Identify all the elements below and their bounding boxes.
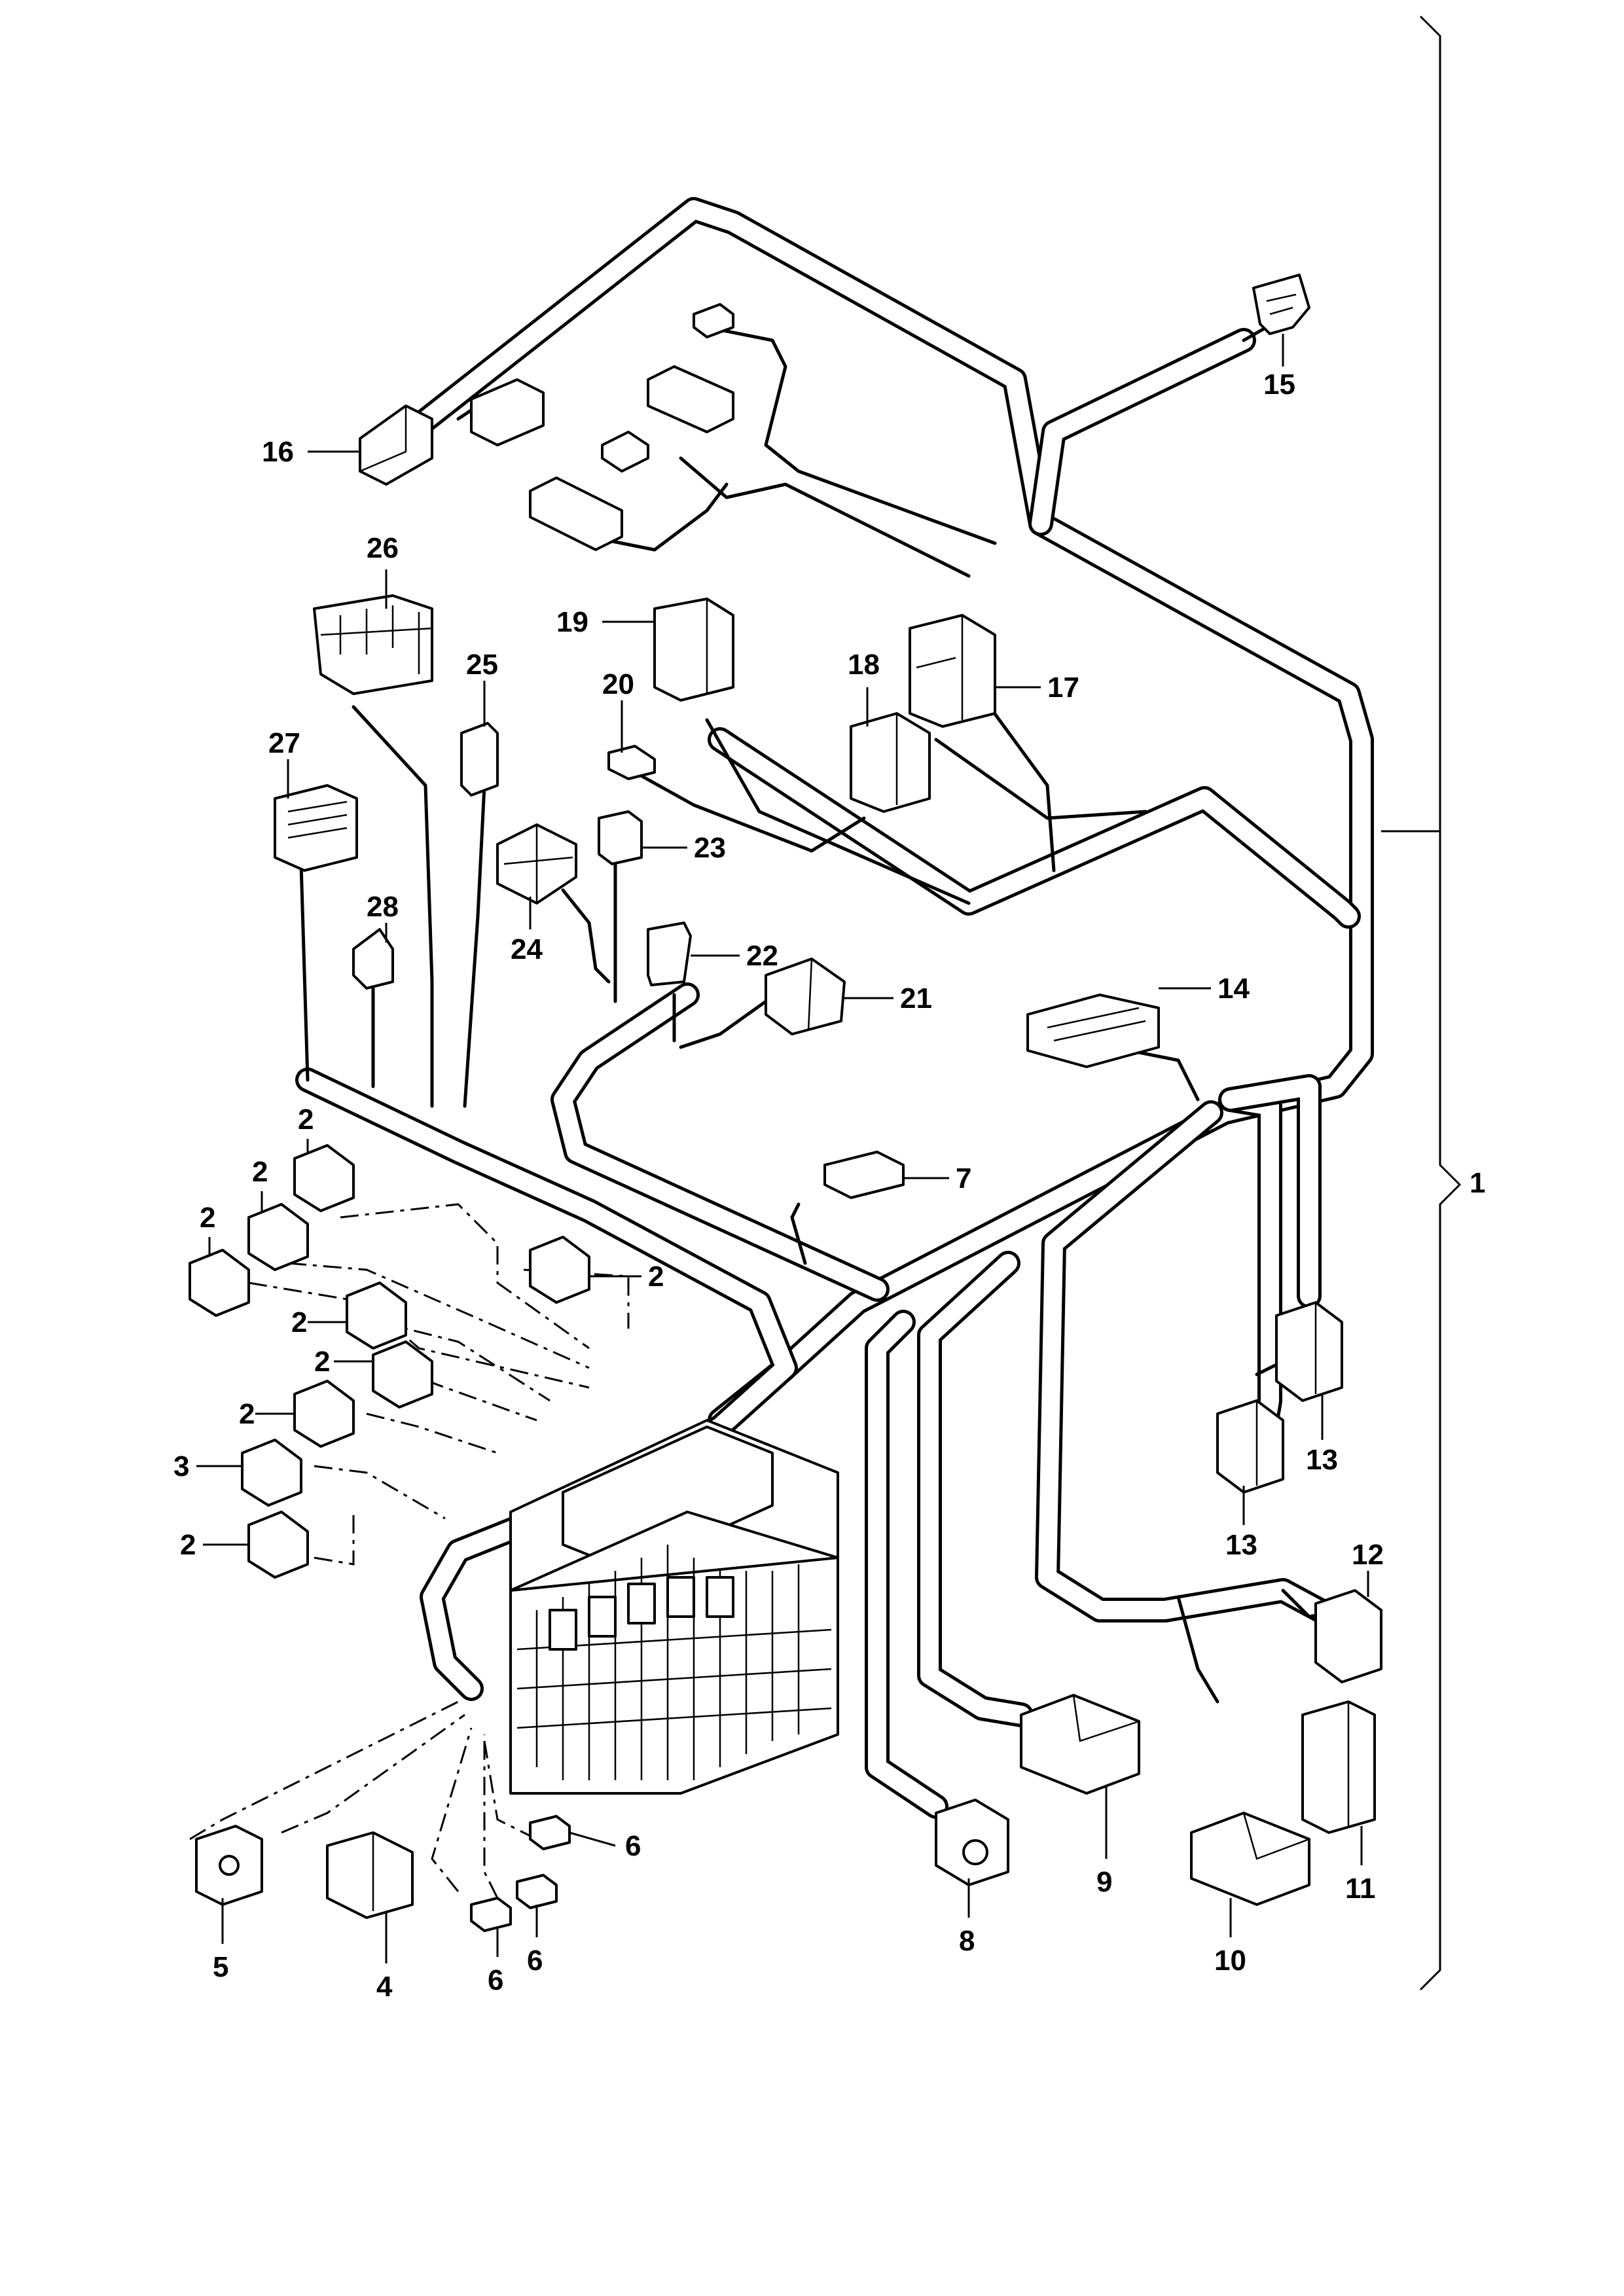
callout-5: 5 [213, 1951, 228, 1983]
connector-2-a [293, 1144, 355, 1212]
connector-2-c [189, 1249, 250, 1317]
connector-13-upper [1275, 1301, 1343, 1402]
components [189, 274, 1382, 1932]
callout-2-b: 2 [252, 1156, 268, 1188]
callout-8: 8 [959, 1925, 975, 1957]
callout-22: 22 [746, 940, 778, 972]
connector-15 [1252, 274, 1310, 335]
connector-5 [195, 1825, 263, 1906]
fuse-relay-box [509, 1419, 839, 1795]
connector-2-g [293, 1380, 355, 1448]
callout-1: 1 [1470, 1167, 1485, 1199]
connector-3 [241, 1439, 302, 1507]
callout-15: 15 [1263, 368, 1295, 401]
connector-14 [1026, 994, 1160, 1068]
callout-7: 7 [956, 1162, 971, 1194]
connector-top-a [693, 303, 734, 338]
callout-6-a: 6 [625, 1830, 641, 1862]
callout-2-h: 2 [180, 1529, 196, 1561]
brace-1 [1419, 15, 1462, 1991]
callout-6-c: 6 [488, 1964, 503, 1996]
callout-10: 10 [1214, 1945, 1246, 1977]
connector-24 [496, 823, 577, 905]
leader-lines [196, 334, 1369, 1964]
connector-top-d [529, 476, 623, 551]
connector-7 [823, 1151, 905, 1199]
connector-4 [326, 1831, 414, 1919]
callout-12: 12 [1352, 1539, 1384, 1571]
connector-12 [1314, 1589, 1382, 1683]
connector-20 [607, 745, 656, 780]
connector-16 [359, 404, 433, 486]
connector-6-a [529, 1815, 571, 1850]
callout-labels: 1 15 16 26 25 27 28 19 20 17 18 23 24 22… [173, 368, 1485, 2003]
callout-14: 14 [1218, 973, 1250, 1005]
callout-2-g: 2 [239, 1398, 255, 1430]
connector-27 [274, 784, 358, 872]
callout-19: 19 [556, 606, 588, 638]
callout-2-e: 2 [291, 1306, 307, 1338]
connector-2-h [247, 1511, 309, 1579]
callout-2-f: 2 [314, 1346, 330, 1378]
callout-2-a: 2 [298, 1103, 314, 1136]
callout-25: 25 [466, 649, 498, 681]
thin-wires [299, 299, 1350, 1704]
callout-27: 27 [268, 727, 300, 759]
connector-25 [460, 722, 499, 797]
callout-24: 24 [511, 933, 543, 965]
callout-6-b: 6 [527, 1945, 543, 1977]
callout-26: 26 [367, 532, 399, 564]
callout-28: 28 [367, 891, 399, 923]
connector-6-b [516, 1874, 558, 1909]
callout-21: 21 [900, 982, 932, 1014]
connector-top-c [601, 431, 649, 473]
callout-11: 11 [1345, 1873, 1376, 1905]
connector-17 [909, 614, 996, 728]
connector-2-e [346, 1282, 407, 1350]
connector-6-c [470, 1897, 512, 1932]
connector-top-e [470, 378, 545, 446]
callout-2-d: 2 [648, 1261, 664, 1293]
callout-3: 3 [173, 1450, 189, 1482]
connector-2-f [372, 1340, 433, 1408]
callout-23: 23 [694, 832, 726, 864]
connector-2-b [247, 1203, 309, 1271]
connector-9 [1020, 1694, 1140, 1795]
callout-16: 16 [262, 436, 294, 468]
connector-19 [653, 598, 734, 702]
connector-22 [647, 922, 692, 986]
connector-top-b [647, 365, 734, 433]
callout-13-upper: 13 [1306, 1444, 1338, 1476]
callout-2-c: 2 [200, 1202, 215, 1234]
callout-9: 9 [1096, 1866, 1112, 1898]
connector-26 [313, 594, 433, 695]
callout-17: 17 [1047, 672, 1079, 704]
connector-11 [1301, 1700, 1376, 1834]
connector-21 [765, 958, 846, 1035]
connector-13-lower [1216, 1399, 1284, 1494]
callout-18: 18 [848, 649, 880, 681]
connector-8 [935, 1799, 1009, 1886]
connector-10 [1190, 1812, 1310, 1906]
connector-18 [850, 712, 931, 813]
callout-13-lower: 13 [1225, 1529, 1257, 1561]
callout-20: 20 [602, 668, 634, 700]
callout-4: 4 [376, 1971, 393, 2003]
connector-2-d [529, 1236, 590, 1304]
connector-23 [598, 810, 643, 865]
connector-28 [352, 928, 394, 990]
